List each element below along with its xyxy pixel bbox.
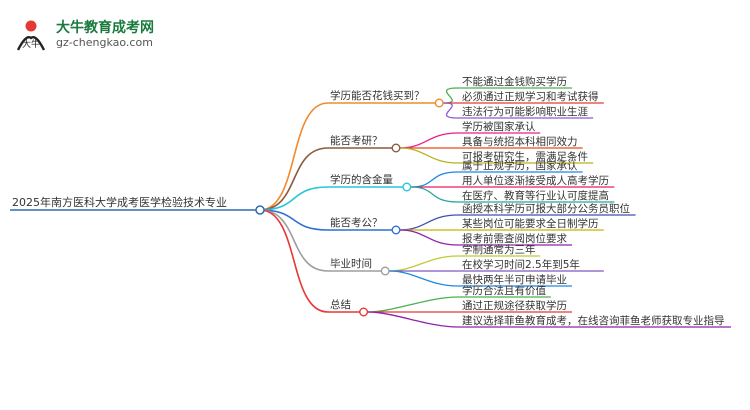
logo-text: 大牛 (22, 38, 40, 50)
branch-connector (259, 186, 329, 211)
branch-label: 能否考研？ (330, 134, 383, 147)
leaf-label: 通过正规途径获取学历 (462, 299, 567, 312)
branch-node-circle (380, 266, 390, 276)
leaf-connector (399, 147, 459, 164)
branch-label: 毕业时间 (330, 257, 372, 270)
leaf-label: 在医疗、教育等行业认可度提高 (462, 189, 609, 202)
branch-connector (259, 147, 329, 211)
root-label: 2025年南方医科大学成考医学检验技术专业 (12, 195, 227, 209)
leaf-label: 报考前需查阅岗位要求 (462, 232, 567, 245)
site-name: 大牛教育成考网 (56, 20, 154, 36)
leaf-label: 学历被国家承认 (462, 120, 536, 133)
leaf-label: 最快两年半可申请毕业 (462, 273, 567, 286)
logo-icon: 大牛 (16, 20, 46, 51)
branch-connector (259, 209, 329, 313)
leaf-label: 具备与统招本科相同效力 (462, 135, 578, 148)
leaf-label: 建议选择菲鱼教育成考，在线咨询菲鱼老师获取专业指导 (462, 314, 725, 327)
branch-node-circle (391, 225, 401, 235)
leaf-connector (399, 214, 459, 231)
leaf-connector (389, 255, 459, 272)
leaf-label: 在校学习时间2.5年到5年 (462, 258, 580, 271)
leaf-connector (410, 171, 459, 188)
leaf-label: 函授本科学历可报大部分公务员职位 (462, 202, 630, 215)
branch-label: 学历能否花钱买到？ (330, 89, 425, 102)
branch-node-circle (359, 307, 369, 317)
leaf-connector (399, 229, 459, 246)
leaf-label: 用人单位逐渐接受成人高考学历 (462, 174, 609, 187)
leaf-connector (443, 87, 459, 104)
leaf-label: 必须通过正规学习和考试获得 (462, 90, 599, 103)
leaf-connector (399, 132, 459, 149)
branch-label: 学历的含金量 (330, 173, 393, 186)
site-url: gz-chengkao.com (56, 36, 153, 49)
branch-node-circle (402, 182, 412, 192)
branch-label: 能否考公？ (330, 216, 383, 229)
leaf-label: 违法行为可能影响职业生涯 (462, 105, 588, 118)
leaf-connector (410, 186, 459, 203)
leaf-label: 不能通过金钱购买学历 (462, 75, 567, 88)
branch-node-circle (391, 143, 401, 153)
branch-connector (259, 209, 329, 231)
leaf-label: 学制通常为三年 (462, 243, 536, 256)
site-header: 大牛 大牛教育成考网 gz-chengkao.com (0, 0, 260, 60)
branch-connector (259, 102, 329, 211)
leaf-connector (443, 102, 459, 119)
leaf-label: 某些岗位可能要求全日制学历 (462, 217, 599, 230)
root-node-circle (255, 205, 265, 215)
leaf-connector (389, 270, 459, 287)
leaf-label: 学历合法且有价值 (462, 284, 546, 297)
branch-node-circle (434, 98, 444, 108)
branch-connector (259, 209, 329, 272)
leaf-connector (367, 296, 459, 313)
leaf-connector (367, 311, 459, 328)
leaf-label: 属于正规学历，国家承认 (462, 159, 578, 172)
branch-label: 总结 (330, 298, 351, 311)
leaf-label: 可报考研究生，需满足条件 (462, 150, 588, 163)
